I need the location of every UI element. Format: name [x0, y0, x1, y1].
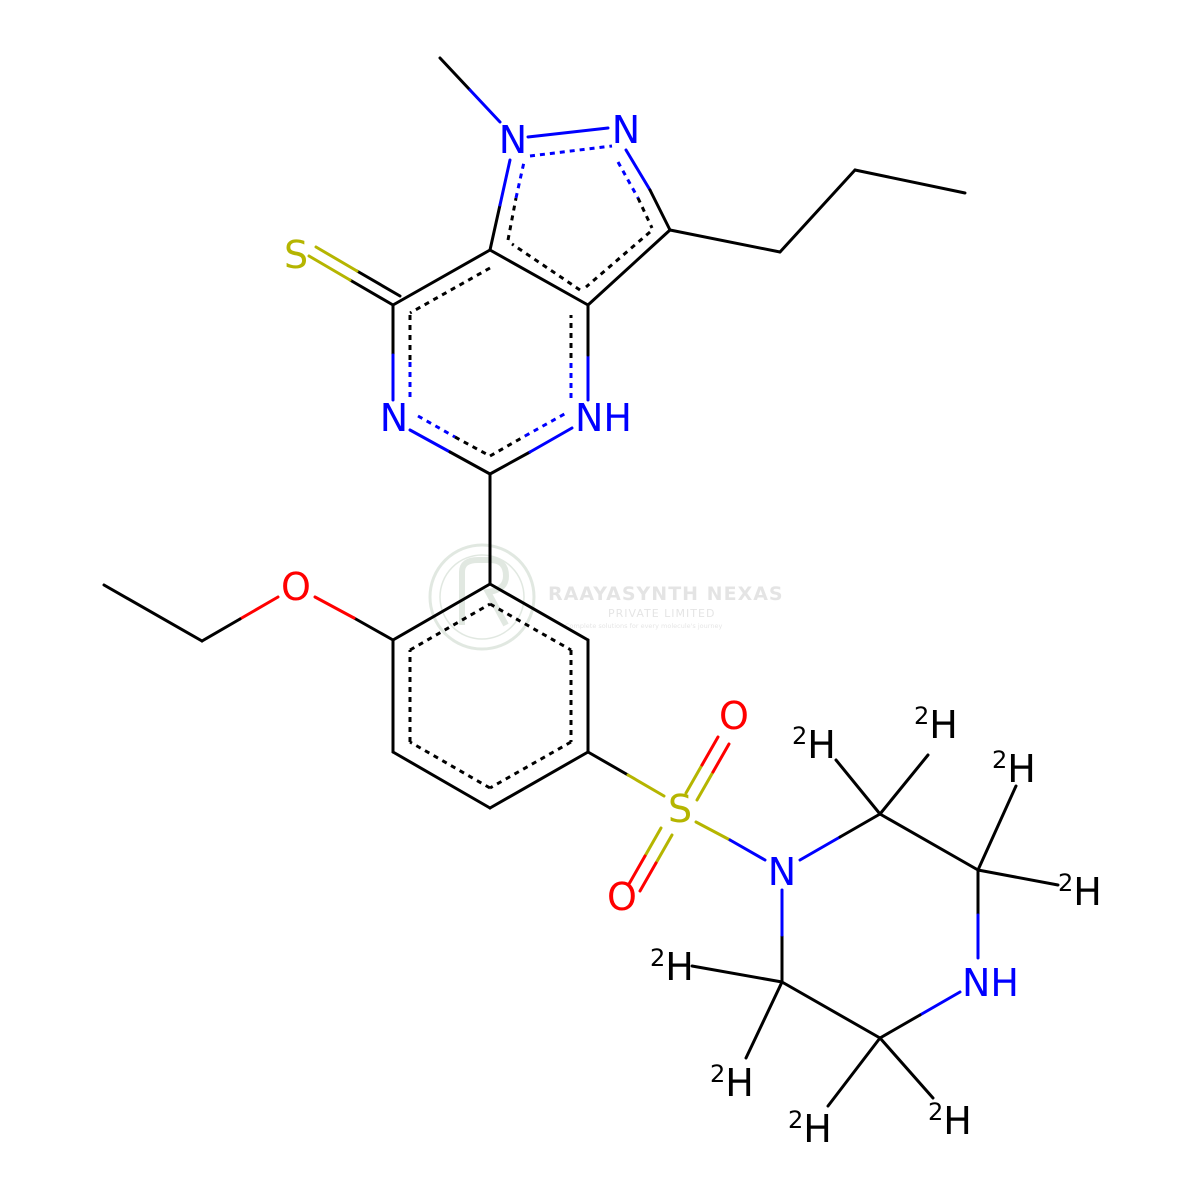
deuterium-label: 2H	[792, 722, 836, 767]
atom-labels: N N N NH S O S O O N NH	[281, 108, 1019, 1005]
atom-label-n2: N	[612, 108, 640, 152]
deuterium-label: 2H	[992, 746, 1036, 791]
deuterium-label: 2H	[650, 944, 694, 989]
atom-label-s-thione: S	[284, 233, 308, 277]
deuterium-labels: 2H 2H 2H 2H 2H 2H 2H 2H	[650, 702, 1102, 1151]
watermark-subtitle: PRIVATE LIMITED	[608, 607, 715, 620]
atom-label-n-piperazine: N	[768, 850, 796, 894]
deuterium-label: 2H	[710, 1060, 754, 1105]
deuterium-label: 2H	[788, 1106, 832, 1151]
company-watermark: RAAYASYNTH NEXAS PRIVATE LIMITED Complet…	[428, 543, 784, 651]
atom-label-s-sulfonyl: S	[668, 787, 692, 831]
atom-label-o-ethoxy: O	[281, 565, 311, 609]
bonds-aromatic-dashed	[408, 144, 654, 790]
deuterium-label: 2H	[1058, 869, 1102, 914]
watermark-tagline: Complete solutions for every molecule's …	[565, 622, 722, 630]
atom-label-n1: N	[499, 118, 527, 162]
atom-label-n6: N	[380, 396, 408, 440]
atom-label-o-sulfonyl-2: O	[607, 875, 637, 919]
watermark-name: RAAYASYNTH NEXAS	[548, 583, 784, 605]
company-logo	[428, 543, 536, 651]
atom-label-nh-piperazine: NH	[962, 961, 1019, 1005]
deuterium-label: 2H	[928, 1098, 972, 1143]
atom-label-nh4: NH	[575, 396, 632, 440]
deuterium-label: 2H	[914, 702, 958, 747]
atom-label-o-sulfonyl-1: O	[719, 694, 749, 738]
bonds-solid	[102, 56, 1060, 1108]
